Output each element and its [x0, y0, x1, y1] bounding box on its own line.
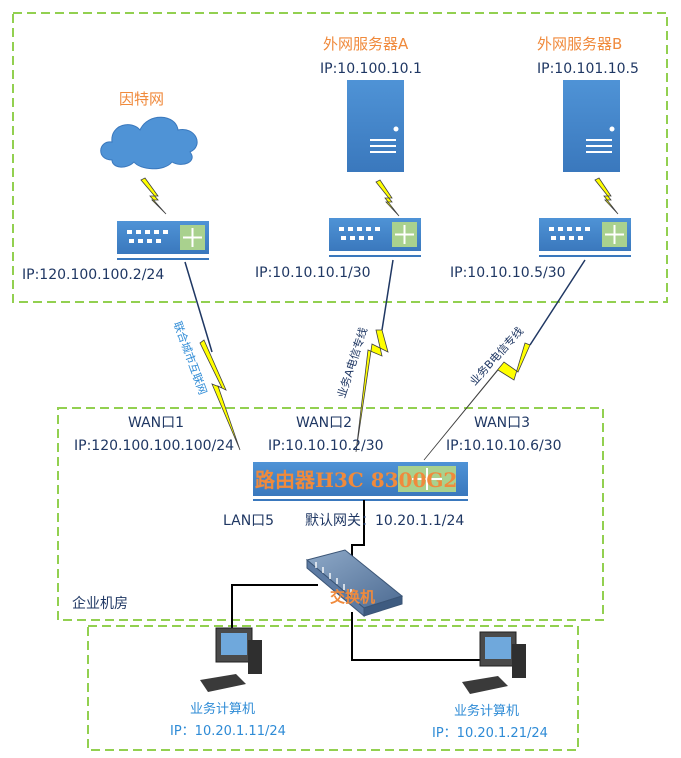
- server-room-label: 企业机房: [72, 596, 128, 612]
- server-b-label: 外网服务器B: [537, 35, 623, 53]
- server-a-icon: [347, 80, 404, 172]
- internet-label: 因特网: [119, 90, 165, 108]
- office-zone: [87, 625, 579, 751]
- default-gateway-label: 默认网关：10.20.1.1/24: [305, 513, 465, 529]
- lan-cabling: [231, 500, 490, 661]
- switch-icon: [305, 549, 404, 618]
- lan-port-label: LAN口5: [223, 513, 275, 529]
- wan2-link: [355, 259, 394, 453]
- wan1-link: [184, 261, 241, 451]
- router-title: 路由器H3C 8300G2: [255, 468, 458, 492]
- server-room-zone: [57, 407, 604, 621]
- wan3-link: [423, 259, 586, 461]
- gateway-b-ip: IP:10.10.10.5/30: [450, 265, 566, 281]
- external-zone: [12, 12, 668, 303]
- computer-2-label: 业务计算机: [454, 704, 520, 719]
- server-b-ip: IP:10.101.10.5: [537, 61, 639, 77]
- internet-cloud-icon: [100, 116, 198, 170]
- server-a-ip: IP:10.100.10.1: [320, 61, 422, 77]
- computer-2-ip: IP：10.20.1.21/24: [432, 726, 548, 741]
- computer-1-label: 业务计算机: [190, 702, 256, 717]
- server-a-label: 外网服务器A: [323, 35, 409, 53]
- switch-label: 交换机: [330, 588, 376, 606]
- gateway-b-icon: [539, 218, 631, 257]
- server-b-icon: [563, 80, 620, 172]
- gateway-internet-icon: [117, 221, 209, 260]
- computer-2-icon: [462, 631, 526, 694]
- gateway-a-icon: [329, 218, 421, 257]
- lightning-links-icon: [140, 177, 619, 217]
- computer-1-ip: IP：10.20.1.11/24: [170, 724, 286, 739]
- wan2-name: WAN口2: [296, 415, 353, 431]
- internet-gateway-ip: IP:120.100.100.2/24: [22, 267, 165, 283]
- computer-1-icon: [200, 627, 262, 692]
- wan1-ip: IP:120.100.100.100/24: [74, 438, 235, 454]
- wan3-ip: IP:10.10.10.6/30: [446, 438, 562, 454]
- wan1-name: WAN口1: [128, 415, 185, 431]
- wan3-name: WAN口3: [474, 415, 531, 431]
- wan2-ip: IP:10.10.10.2/30: [268, 438, 384, 454]
- router-icon: [253, 462, 468, 501]
- gateway-a-ip: IP:10.10.10.1/30: [255, 265, 371, 281]
